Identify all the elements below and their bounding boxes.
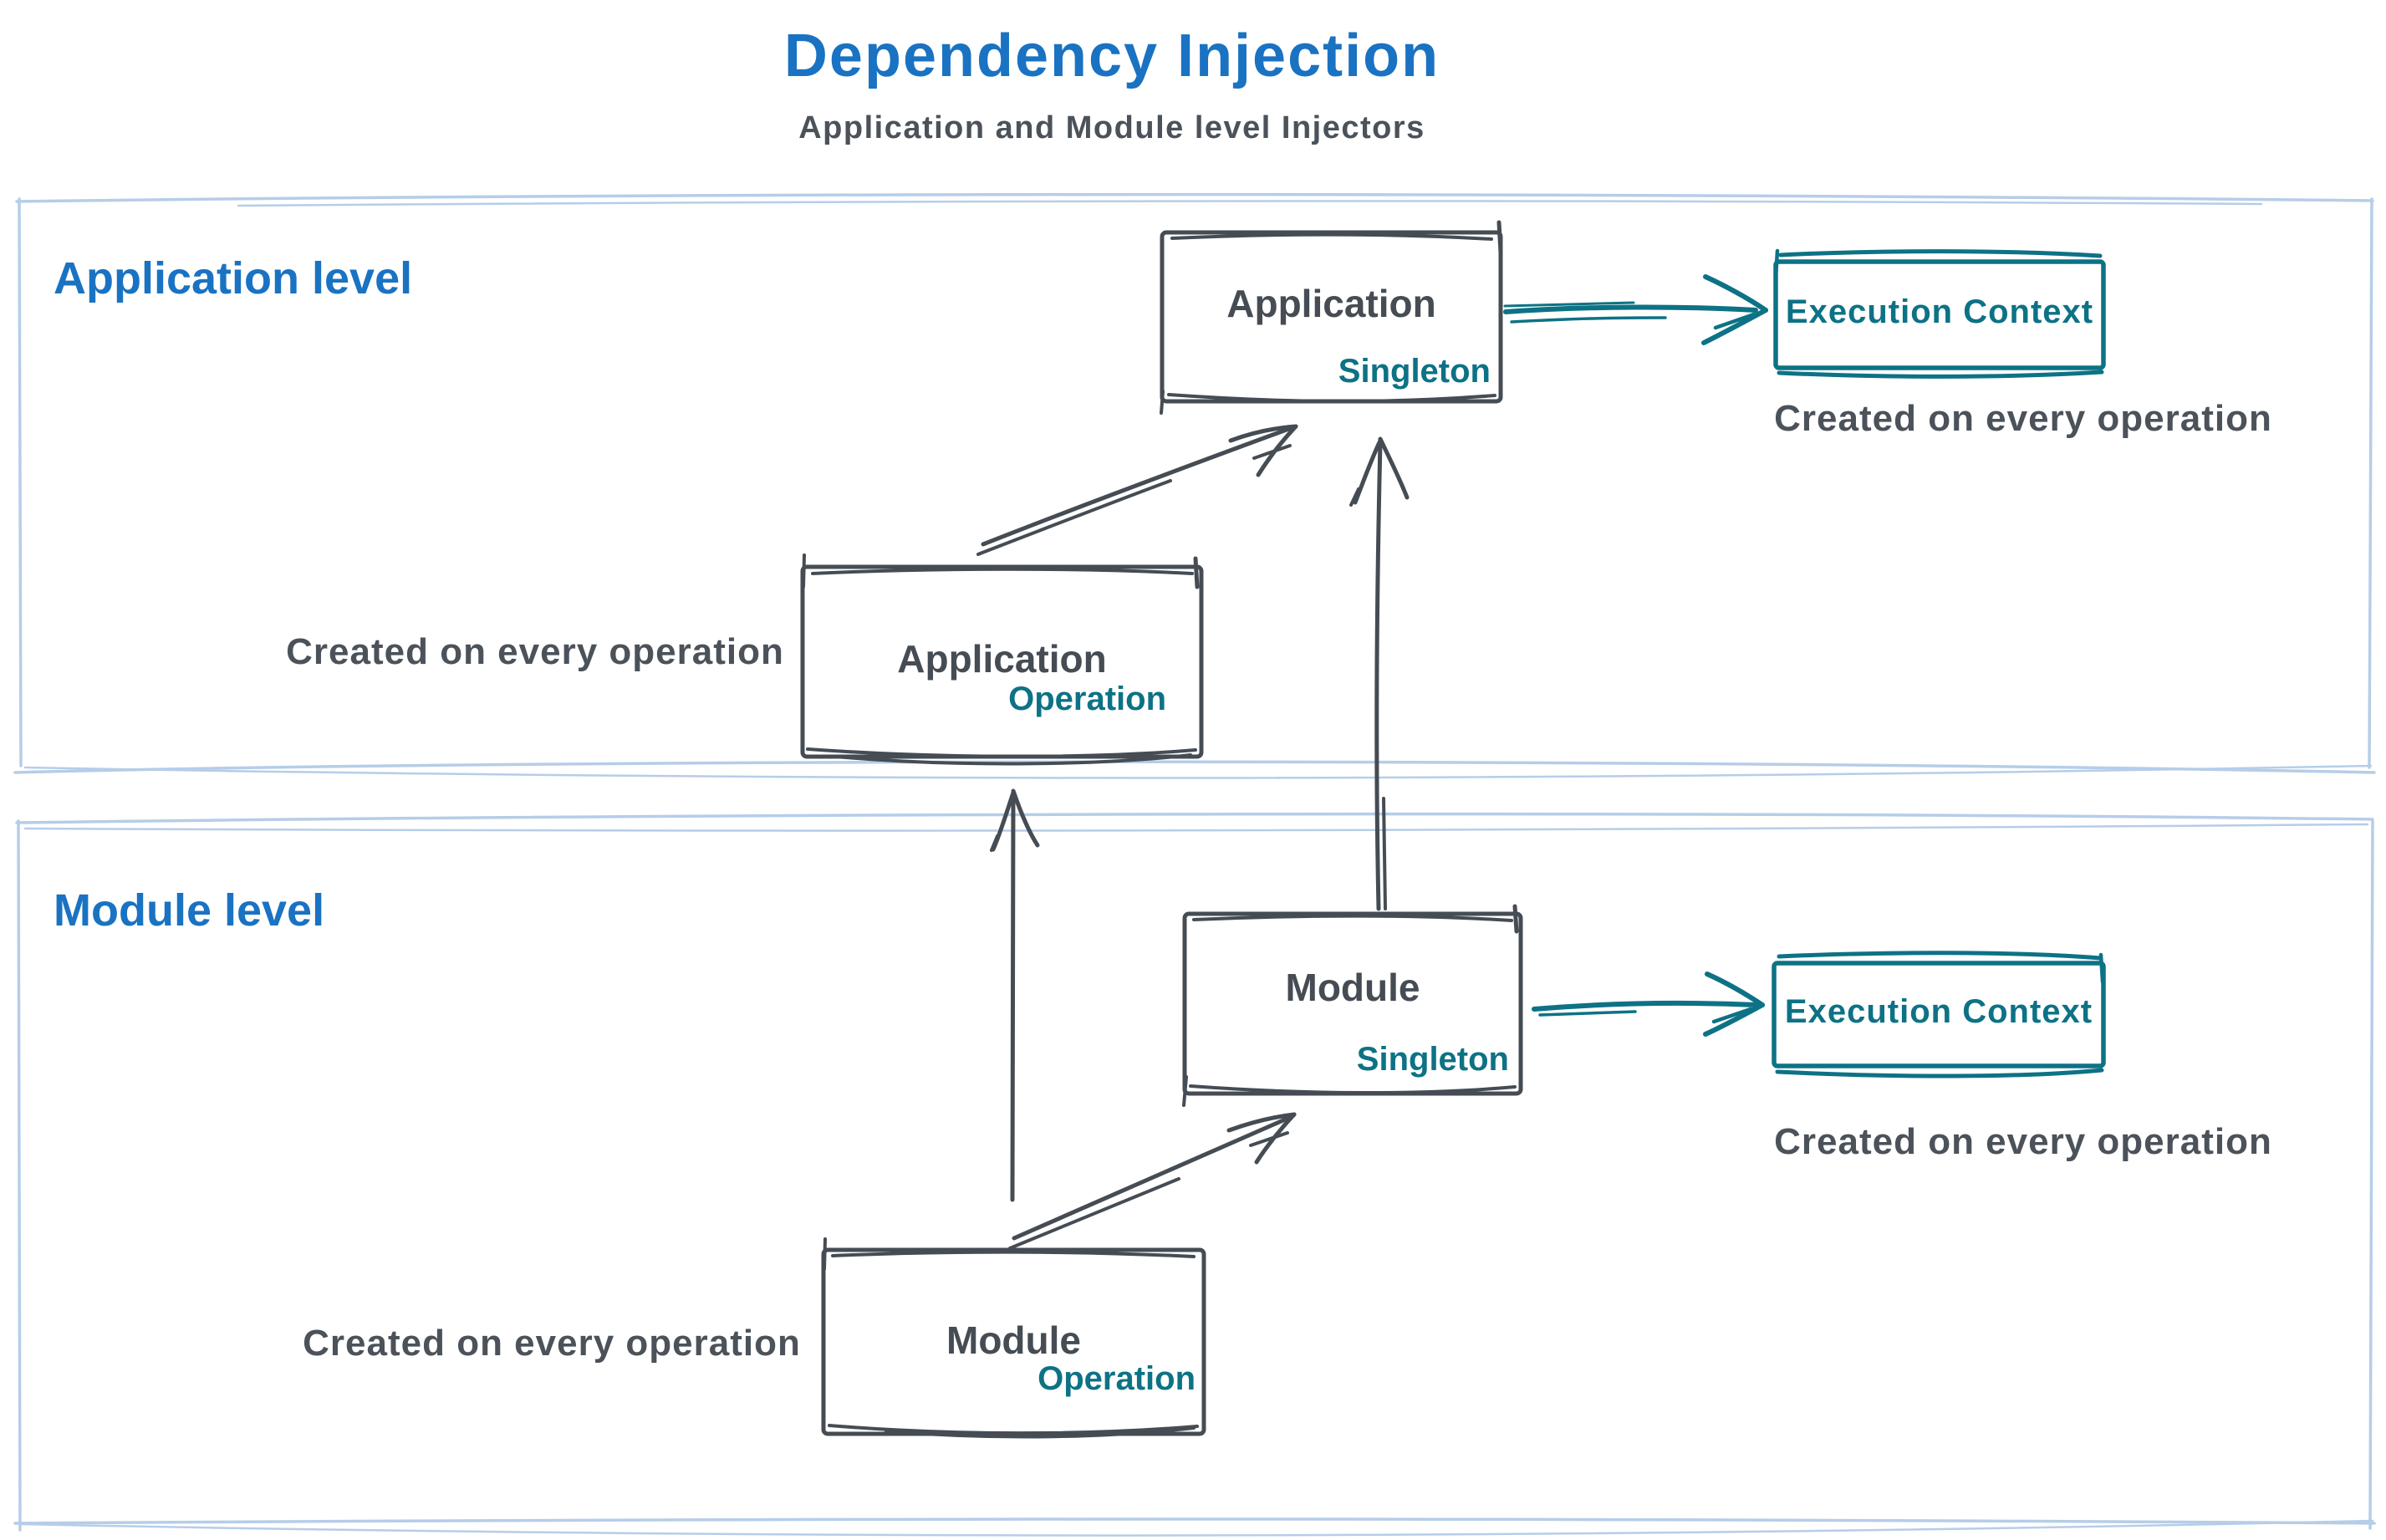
arrow-app-singleton-to-execution-context: [1503, 274, 1768, 345]
module-execution-context-box: [1772, 951, 2106, 1079]
app-execution-context-box: [1773, 248, 2106, 379]
application-level-container: [13, 192, 2376, 779]
app-execution-note: Created on every operation: [1774, 398, 2272, 439]
module-singleton-box-title: Module: [1285, 966, 1420, 1009]
app-operation-box-scope: Operation: [1008, 681, 1166, 717]
module-execution-context-label: Execution Context: [1784, 993, 2093, 1030]
module-singleton-box: [1182, 904, 1523, 1107]
arrow-module-singleton-to-app-singleton: [1349, 436, 1410, 911]
module-operation-note: Created on every operation: [303, 1323, 801, 1364]
arrow-module-singleton-to-execution-context: [1532, 971, 1765, 1037]
page-title: Dependency Injection: [783, 23, 1440, 89]
arrow-app-operation-to-app-singleton: [976, 424, 1298, 556]
module-operation-box: [821, 1237, 1206, 1439]
arrow-module-to-app-operation: [990, 788, 1040, 1202]
app-singleton-box-scope: Singleton: [1338, 353, 1491, 390]
module-level-label: Module level: [54, 885, 325, 936]
app-singleton-box-title: Application: [1226, 282, 1436, 325]
app-execution-context-label: Execution Context: [1785, 293, 2094, 330]
arrow-module-operation-to-module-singleton: [1008, 1112, 1297, 1250]
module-execution-note: Created on every operation: [1774, 1121, 2272, 1162]
module-operation-box-title: Module: [946, 1318, 1081, 1362]
module-singleton-box-scope: Singleton: [1356, 1041, 1509, 1078]
application-level-label: Application level: [54, 253, 413, 303]
app-operation-note: Created on every operation: [286, 631, 784, 672]
app-singleton-box: [1160, 220, 1503, 415]
module-level-container: [13, 812, 2376, 1537]
app-operation-box-title: Application: [897, 637, 1107, 681]
app-operation-box: [800, 553, 1204, 766]
module-operation-box-scope: Operation: [1038, 1360, 1196, 1397]
page-subtitle: Application and Module level Injectors: [798, 110, 1425, 145]
